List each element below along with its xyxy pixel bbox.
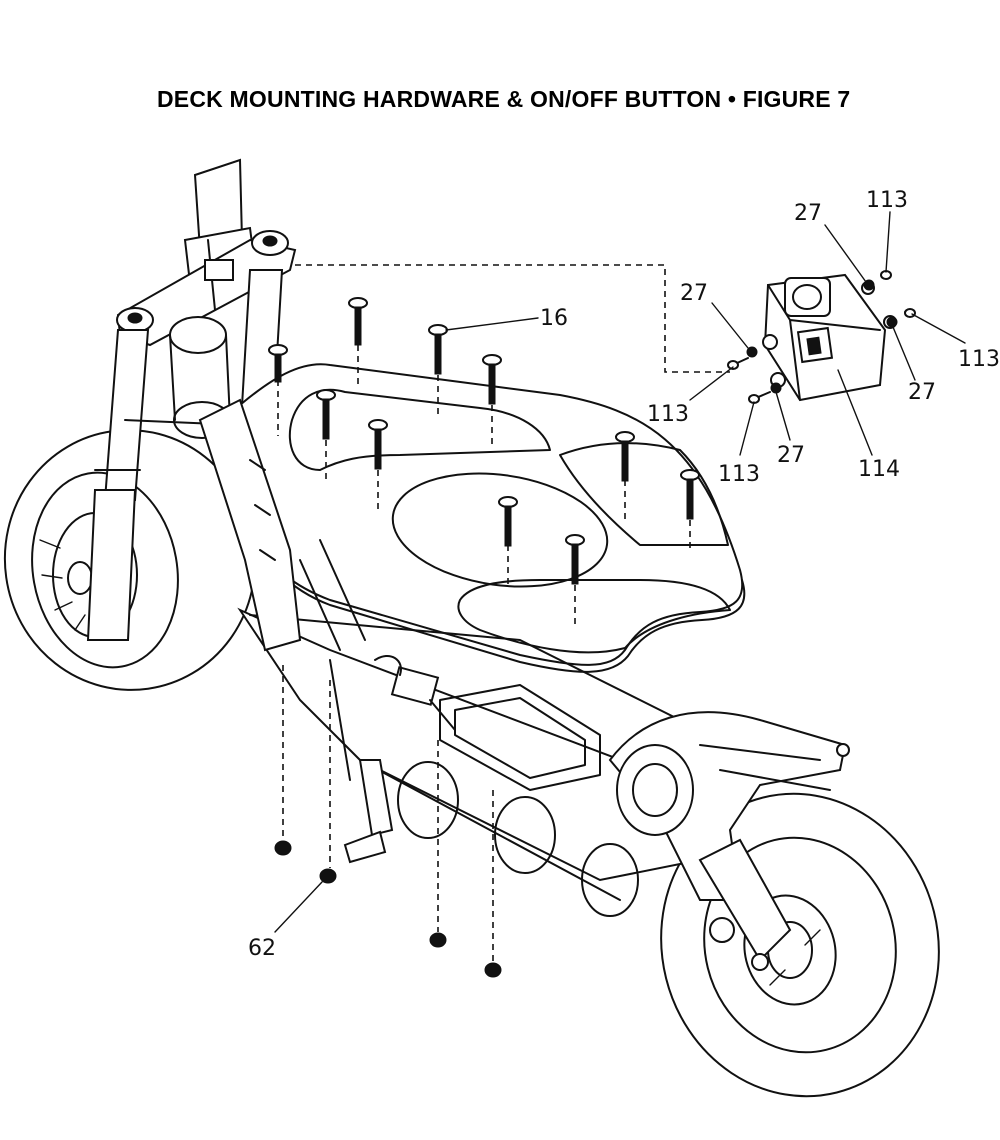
callout-113-right: 113 [958,347,1000,372]
screw [498,496,518,547]
callout-leaders [274,211,966,933]
callout-27-bottom: 27 [777,443,805,468]
screw [368,419,388,470]
screw [348,297,368,346]
callout-113-bottom: 113 [718,462,760,487]
screw [615,431,635,482]
switch-box [762,273,897,402]
figure-title: DECK MOUNTING HARDWARE & ON/OFF BUTTON •… [157,86,851,112]
callout-labels: 16 27 113 27 113 27 113 113 27 114 62 [248,188,1000,961]
screw [268,344,288,383]
callout-27-top: 27 [794,201,822,226]
screw [680,469,700,520]
screw [428,324,448,375]
assembly-leader-lines [277,264,730,962]
screw [565,534,585,585]
callout-27-right: 27 [908,380,936,405]
callout-113-left: 113 [647,402,689,427]
callout-113-top: 113 [866,188,908,213]
deck-nuts [274,840,502,978]
frame-body [198,398,850,971]
callout-114: 114 [858,457,900,482]
screw [316,389,336,440]
screw [482,354,502,405]
callout-27-left: 27 [680,281,708,306]
front-fork [86,158,297,641]
deck-screws [268,297,700,585]
callout-62: 62 [248,936,276,961]
callout-16: 16 [540,306,568,331]
